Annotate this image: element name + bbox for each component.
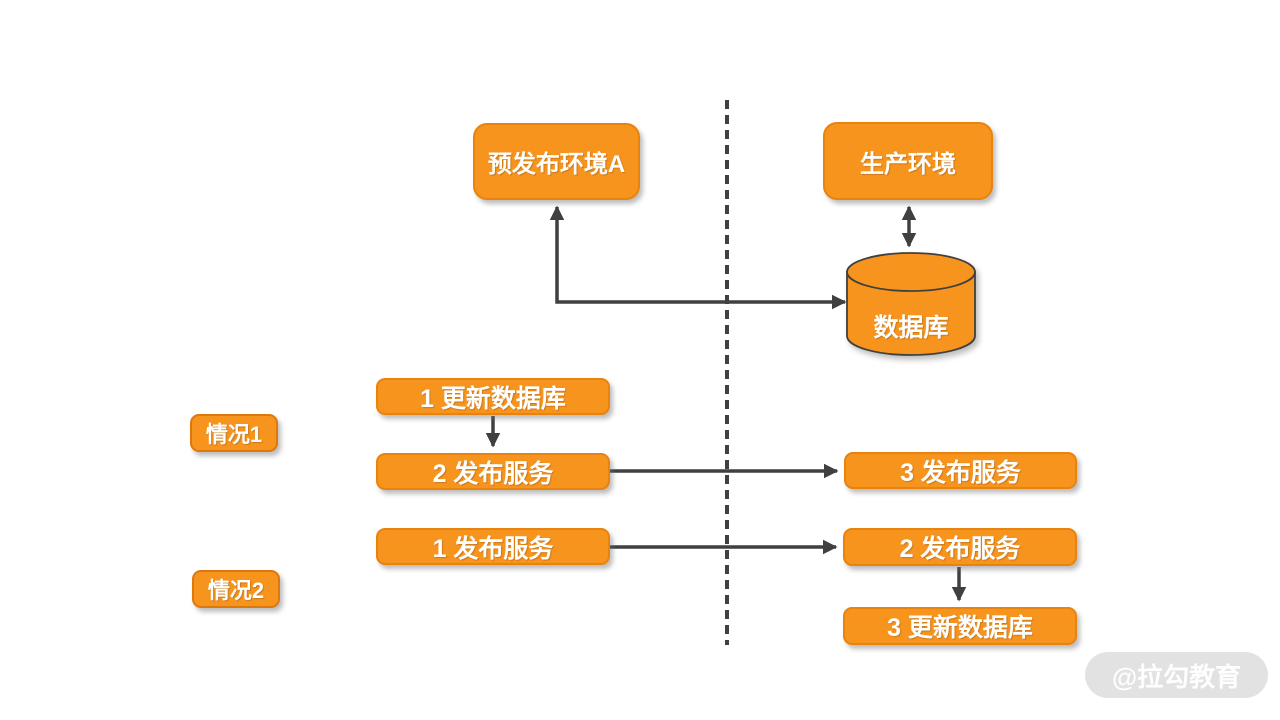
case1-step1-update-database: 1 更新数据库 [376,378,610,415]
case2-step3-label: 3 更新数据库 [887,614,1033,642]
case1-label: 情况1 [205,422,263,447]
node-staging-environment: 预发布环境A [473,123,640,200]
production-environment-label: 生产环境 [860,150,956,178]
database-label: 数据库 [873,314,949,342]
case2-step2-label: 2 发布服务 [899,535,1021,563]
arrow-database-staging [549,205,847,310]
staging-environment-label: 预发布环境A [487,151,626,178]
case1-step3-deploy-service: 3 发布服务 [844,452,1077,489]
case1-step3-label: 3 发布服务 [900,458,1021,487]
watermark-badge: @拉勾教育 [1085,652,1268,698]
case2-step1-deploy-service: 1 发布服务 [376,528,610,565]
watermark-label: @拉勾教育 [1111,661,1242,692]
case1-label-badge: 情况1 [190,414,278,452]
case2-step1-label: 1 发布服务 [432,534,554,563]
case1-step2-deploy-service: 2 发布服务 [376,453,610,490]
case1-step2-label: 2 发布服务 [432,459,554,488]
node-production-environment: 生产环境 [823,122,993,200]
case2-label: 情况2 [207,578,265,603]
case1-step1-label: 1 更新数据库 [420,384,566,413]
case2-step3-update-database: 3 更新数据库 [843,607,1077,645]
case2-step2-deploy-service: 2 发布服务 [843,528,1077,566]
case2-label-badge: 情况2 [192,570,280,608]
database-cylinder [846,252,976,356]
